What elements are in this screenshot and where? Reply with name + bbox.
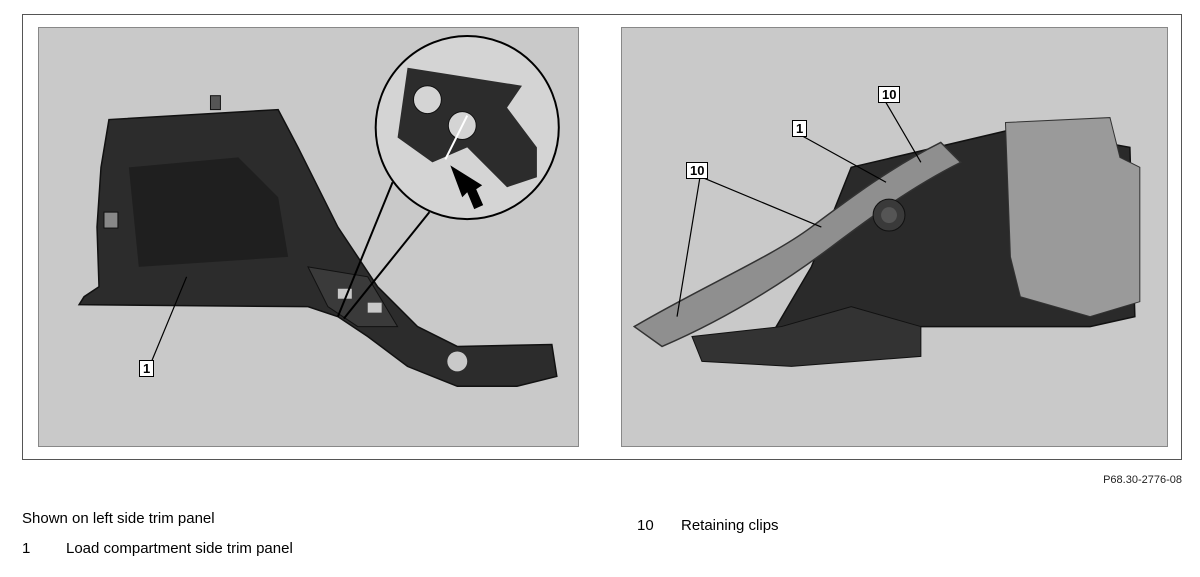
legend-label: Retaining clips	[681, 517, 779, 534]
figure-code: P68.30-2776-08	[1103, 474, 1182, 486]
figure-frame: 1 10 1 10	[22, 14, 1182, 460]
callout-10-top: 10	[878, 86, 901, 103]
callout-1: 1	[139, 360, 155, 377]
right-trim-panel-illustration	[632, 102, 1141, 367]
legend-intro: Shown on left side trim panel	[22, 510, 215, 527]
left-trim-panel-illustration	[77, 34, 560, 388]
callout-1-right: 1	[792, 120, 808, 137]
legend-number: 10	[637, 517, 654, 534]
legend-number: 1	[22, 540, 31, 557]
legend-item: 10 Retaining clips	[637, 517, 779, 534]
callout-10-left: 10	[686, 162, 709, 179]
left-photo: 1	[38, 27, 579, 447]
right-photo: 10 1 10	[621, 27, 1168, 447]
legend-label: Load compartment side trim panel	[66, 540, 293, 557]
legend-item: 1 Load compartment side trim panel	[22, 540, 293, 557]
